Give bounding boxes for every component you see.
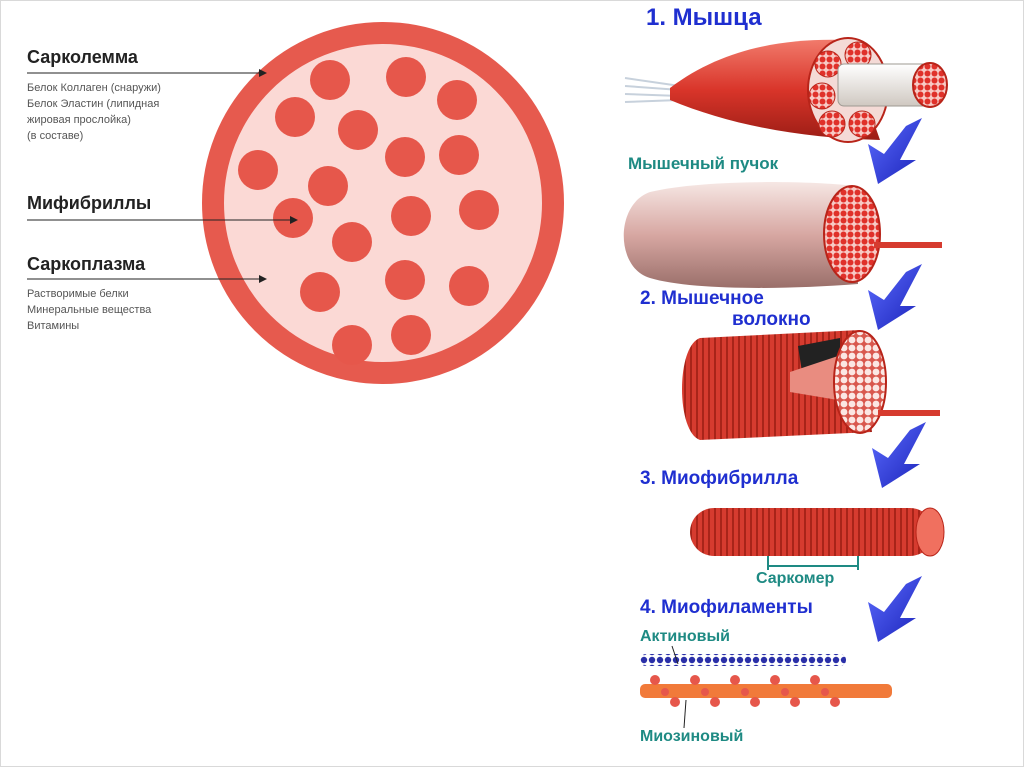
myofibril-dot <box>238 150 278 190</box>
myofibril-dot <box>308 166 348 206</box>
sarcomere-label: Саркомер <box>756 570 835 587</box>
myosin-pointer <box>683 699 687 729</box>
arrow-icon <box>868 264 922 330</box>
sarcoplasm-line: Витамины <box>27 320 80 332</box>
sarcoplasm-description: Растворимые белки Минеральные вещества В… <box>27 286 151 334</box>
myosin-filament-illustration <box>640 675 892 707</box>
myofibril-dot <box>338 110 378 150</box>
sarcomere-bracket <box>767 556 859 570</box>
myofibril-label: 3. Миофибрилла <box>640 468 799 489</box>
arrow-icon <box>868 576 922 642</box>
myofibril-illustration <box>690 507 945 557</box>
actin-pointer <box>671 645 679 665</box>
muscle-label: 1. Мышца <box>646 4 762 31</box>
sarcolemma-line: Белок Эластин (липидная <box>27 98 160 110</box>
sarcoplasm-title: Саркоплазма <box>27 254 146 274</box>
sarcolemma-line: (в составе) <box>27 130 84 142</box>
arrow-icon <box>872 422 926 488</box>
arrow-icon <box>868 118 922 184</box>
myofibril-dot <box>391 315 431 355</box>
muscle-illustration <box>624 37 948 143</box>
myofibril-dot <box>275 97 315 137</box>
muscle-fiber-illustration <box>682 330 940 440</box>
myofibril-dot <box>385 260 425 300</box>
myofibril-dot <box>385 137 425 177</box>
sarcolemma-line: жировая прослойка) <box>27 114 131 126</box>
actin-filament-illustration <box>640 654 846 666</box>
muscle-bundle-illustration <box>623 182 942 288</box>
myosin-label: Миозиновый <box>640 728 744 745</box>
myofibril-dot <box>449 266 489 306</box>
myofibril-dot <box>439 135 479 175</box>
muscle-fiber-label: 2. Мышечное волокно <box>640 288 811 330</box>
myofibril-dot <box>391 196 431 236</box>
myofibril-dot <box>459 190 499 230</box>
muscle-fiber-label-line2: волокно <box>732 309 811 330</box>
sarcolemma-title: Сарколемма <box>27 47 138 67</box>
sarcolemma-line: Белок Коллаген (снаружи) <box>27 82 161 94</box>
myofibril-dot <box>310 60 350 100</box>
muscle-fiber-label-line1: 2. Мышечное <box>640 288 764 309</box>
myofibrils-title: Мифибриллы <box>27 193 152 213</box>
myofibril-dots <box>238 57 499 365</box>
muscle-bundle-label: Мышечный пучок <box>628 154 779 173</box>
myofibril-dot <box>332 222 372 262</box>
myofibril-dot <box>332 325 372 365</box>
myofibril-dot <box>437 80 477 120</box>
sarcoplasm-line: Растворимые белки <box>27 288 129 300</box>
myofilaments-label: 4. Миофиламенты <box>640 597 813 618</box>
actin-label: Актиновый <box>640 628 731 645</box>
sarcoplasm-line: Минеральные вещества <box>27 304 152 316</box>
myofibril-dot <box>300 272 340 312</box>
myofibril-dot <box>386 57 426 97</box>
sarcolemma-description: Белок Коллаген (снаружи) Белок Эластин (… <box>27 80 161 144</box>
